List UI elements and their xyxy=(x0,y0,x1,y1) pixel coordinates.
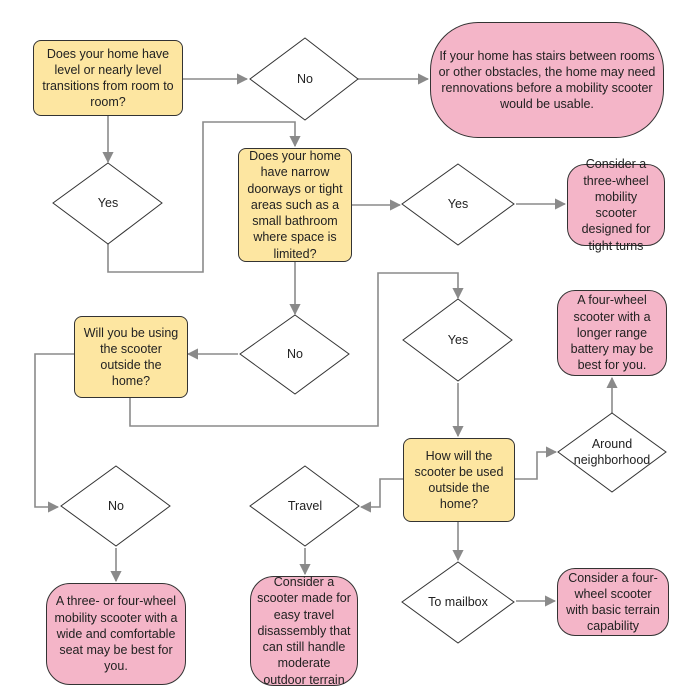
decision-no-3-shape xyxy=(60,465,171,547)
question-narrow-doorways-text: Does your home have narrow doorways or t… xyxy=(247,149,343,261)
decision-yes-3-shape xyxy=(402,298,513,382)
question-outside-home: Will you be using the scooter outside th… xyxy=(74,316,188,398)
result-travel-scooter-text: Consider a scooter made for easy travel … xyxy=(257,575,351,687)
decision-no-1-label: No xyxy=(297,71,313,86)
decision-no-1-shape xyxy=(249,37,359,121)
decision-yes-1-label: Yes xyxy=(97,195,119,210)
decision-travel-label: Travel xyxy=(287,498,323,513)
result-three-wheel-text: Consider a three-wheel mobility scooter … xyxy=(581,157,651,253)
decision-around-neighborhood: Around neighborhood xyxy=(566,434,658,470)
decision-no-2: No xyxy=(250,339,340,369)
decision-yes-3-label: Yes xyxy=(447,332,469,347)
question-how-used: How will the scooter be used outside the… xyxy=(403,438,515,522)
decision-no-1: No xyxy=(260,64,350,94)
result-four-wheel-range: A four-wheel scooter with a longer range… xyxy=(557,290,667,376)
result-basic-terrain-text: Consider a four-wheel scooter with basic… xyxy=(566,570,660,634)
decision-mailbox-label: To mailbox xyxy=(428,594,488,609)
decision-yes-1: Yes xyxy=(63,188,153,218)
decision-to-mailbox: To mailbox xyxy=(413,587,503,617)
decision-around-label: Around neighborhood xyxy=(573,436,651,467)
question-outside-home-text: Will you be using the scooter outside th… xyxy=(83,325,179,389)
edge-outside-to-no xyxy=(34,353,74,513)
question-level-transitions-text: Does your home have level or nearly leve… xyxy=(42,46,174,110)
decision-no-2-shape xyxy=(239,314,350,395)
edge-yes-to-narrow xyxy=(107,121,301,273)
decision-mailbox-shape xyxy=(401,561,515,644)
decision-yes-3: Yes xyxy=(413,325,503,355)
decision-yes-2-label: Yes xyxy=(447,196,469,211)
result-comfortable-seat-text: A three- or four-wheel mobility scooter … xyxy=(54,594,178,674)
edge-how-to-travel xyxy=(359,478,403,513)
question-level-transitions: Does your home have level or nearly leve… xyxy=(33,40,183,116)
edge-how-to-around xyxy=(515,446,558,480)
decision-no-3-label: No xyxy=(108,498,124,513)
result-four-wheel-range-text: A four-wheel scooter with a longer range… xyxy=(570,293,654,373)
decision-yes-2-shape xyxy=(401,163,515,246)
edge-outside-to-yes xyxy=(129,272,464,427)
decision-yes-1-shape xyxy=(52,162,163,245)
question-narrow-doorways: Does your home have narrow doorways or t… xyxy=(238,148,352,262)
question-how-used-text: How will the scooter be used outside the… xyxy=(414,448,504,512)
decision-travel: Travel xyxy=(260,491,350,521)
result-stairs-renovation: If your home has stairs between rooms or… xyxy=(430,22,664,138)
result-basic-terrain: Consider a four-wheel scooter with basic… xyxy=(557,568,669,636)
result-comfortable-seat: A three- or four-wheel mobility scooter … xyxy=(46,583,186,685)
decision-no-3: No xyxy=(71,491,161,521)
decision-yes-2: Yes xyxy=(413,189,503,219)
decision-around-shape xyxy=(557,412,667,493)
result-stairs-renovation-text: If your home has stairs between rooms or… xyxy=(438,48,656,112)
decision-travel-shape xyxy=(249,465,360,547)
decision-no-2-label: No xyxy=(287,346,303,361)
result-three-wheel: Consider a three-wheel mobility scooter … xyxy=(567,157,665,253)
result-travel-scooter: Consider a scooter made for easy travel … xyxy=(250,575,358,687)
